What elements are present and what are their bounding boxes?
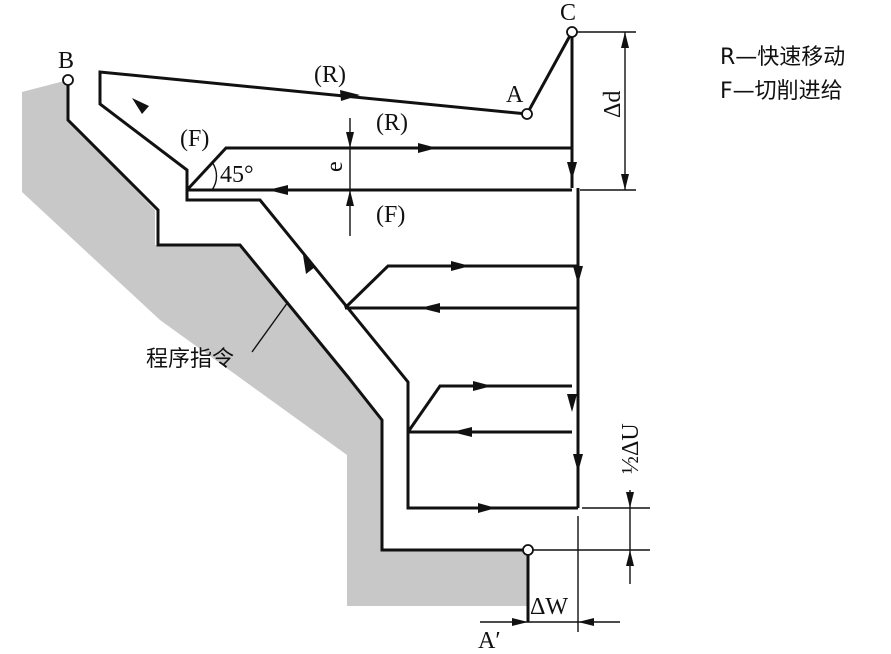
pass-2-line bbox=[343, 264, 578, 310]
arrow-pass-1-forward bbox=[418, 143, 437, 153]
legend-feed: F—切削进给 bbox=[720, 79, 843, 104]
arrow-right-down-1 bbox=[567, 162, 577, 180]
point-b-label: B bbox=[58, 48, 74, 74]
rapid-mid-label: (R) bbox=[376, 110, 408, 136]
arrow-pass-2-back bbox=[420, 303, 440, 313]
angle-label: 45° bbox=[220, 162, 254, 188]
point-a-prime-label: A′ bbox=[478, 628, 501, 654]
arrow-bottom-left bbox=[478, 503, 496, 513]
delta-d-arrow-bottom bbox=[621, 174, 629, 190]
feed-left-label: (F) bbox=[180, 126, 209, 152]
arrow-pass-1-back bbox=[268, 185, 288, 195]
pass-3-line bbox=[406, 384, 572, 433]
delta-w-label: ΔW bbox=[530, 594, 568, 620]
program-label: 程序指令 bbox=[146, 347, 234, 372]
arrow-rapid-top bbox=[340, 90, 360, 101]
rapid-top-label: (R) bbox=[314, 62, 346, 88]
e-arrow-top bbox=[346, 132, 354, 148]
e-label: e bbox=[322, 161, 348, 172]
arrow-right-down-4 bbox=[573, 454, 583, 472]
e-arrow-bottom bbox=[346, 190, 354, 206]
delta-d-label: Δd bbox=[600, 91, 626, 118]
delta-u-arrow-top bbox=[626, 492, 634, 508]
arrow-contour-up-1 bbox=[303, 255, 315, 274]
point-c-node bbox=[566, 26, 578, 38]
arrow-pass-3-back bbox=[452, 427, 472, 437]
pass-1-line bbox=[185, 146, 572, 192]
arrow-return-left bbox=[132, 98, 149, 114]
delta-u-arrow-bottom bbox=[626, 550, 634, 566]
workpiece-shade bbox=[22, 80, 528, 606]
delta-w-arrow-left bbox=[512, 618, 528, 626]
delta-w-arrow-right bbox=[578, 618, 594, 626]
point-b-node bbox=[62, 74, 74, 86]
feed-mid-label: (F) bbox=[376, 202, 405, 228]
approach-path-line bbox=[525, 31, 574, 188]
legend-rapid: R—快速移动 bbox=[720, 45, 845, 70]
finish-profile-line bbox=[66, 80, 530, 622]
half-delta-u-label: ½ΔU bbox=[618, 423, 644, 474]
return-path-line bbox=[98, 70, 578, 510]
delta-d-arrow-top bbox=[621, 32, 629, 48]
angle-arc bbox=[211, 161, 218, 191]
point-a-label: A bbox=[506, 82, 524, 108]
arrow-right-down-2 bbox=[573, 266, 583, 284]
point-a-node bbox=[521, 108, 533, 120]
program-leader-line bbox=[251, 301, 289, 353]
point-a-end-node bbox=[522, 544, 534, 556]
arrow-pass-2-forward bbox=[451, 261, 470, 271]
arrow-right-down-3 bbox=[567, 394, 577, 412]
arrow-pass-3-forward bbox=[473, 381, 492, 391]
point-c-label: C bbox=[560, 0, 576, 26]
